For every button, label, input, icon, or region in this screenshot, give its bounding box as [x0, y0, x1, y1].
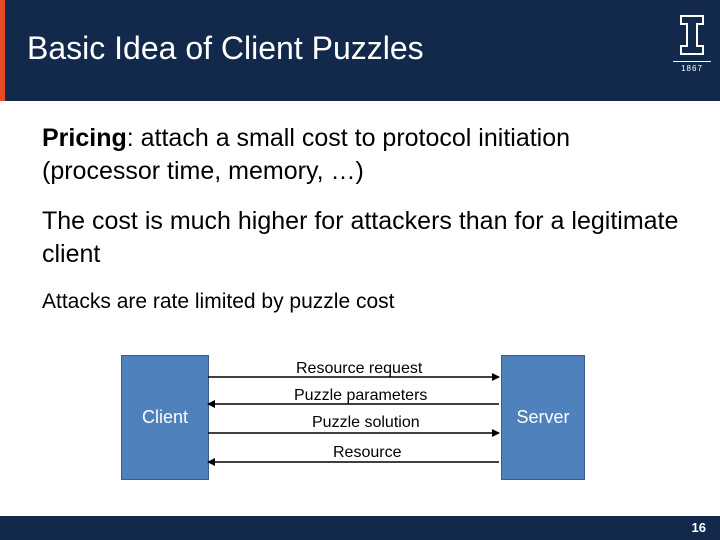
pricing-description: : attach a small cost to protocol initia…: [42, 124, 571, 185]
slide-header: Basic Idea of Client Puzzles 1867: [0, 0, 720, 101]
client-label: Client: [141, 407, 189, 427]
server-box: Server: [501, 355, 585, 480]
message-label-resource-request: Resource request: [296, 360, 423, 377]
message-label-puzzle-solution: Puzzle solution: [312, 414, 420, 431]
message-label-resource: Resource: [333, 444, 402, 461]
slide-footer: 16: [0, 516, 720, 540]
server-label: Server: [516, 407, 570, 427]
university-block-i-logo-icon: [680, 15, 704, 55]
pricing-term: Pricing: [42, 124, 127, 152]
message-label-puzzle-parameters: Puzzle parameters: [294, 387, 428, 404]
logo-year: 1867: [673, 61, 711, 74]
client-box: Client: [121, 355, 209, 480]
slide-title: Basic Idea of Client Puzzles: [27, 30, 424, 66]
paragraph-cost: The cost is much higher for attackers th…: [42, 207, 679, 268]
page-number: 16: [691, 520, 706, 535]
paragraph-rate-limit: Attacks are rate limited by puzzle cost: [42, 290, 395, 313]
paragraph-pricing: Pricing: attach a small cost to protocol…: [42, 122, 682, 188]
header-accent-bar: [0, 0, 5, 101]
